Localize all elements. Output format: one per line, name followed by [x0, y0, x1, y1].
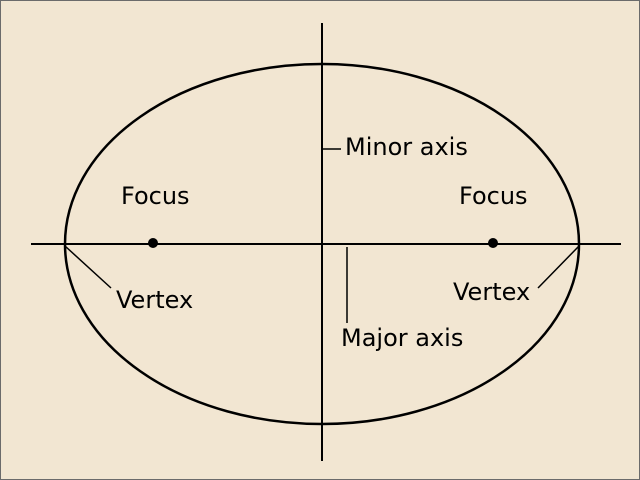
focus-left-dot [148, 238, 158, 248]
focus-left-label: Focus [121, 182, 190, 210]
vertex-left-label: Vertex [116, 286, 194, 314]
focus-right-dot [488, 238, 498, 248]
vertex-right-leader [537, 245, 580, 289]
vertex-right-label: Vertex [453, 278, 531, 306]
vertex-left-leader [64, 245, 112, 289]
focus-right-label: Focus [459, 182, 528, 210]
major-axis-label: Major axis [341, 324, 464, 352]
minor-axis-label: Minor axis [345, 133, 468, 161]
